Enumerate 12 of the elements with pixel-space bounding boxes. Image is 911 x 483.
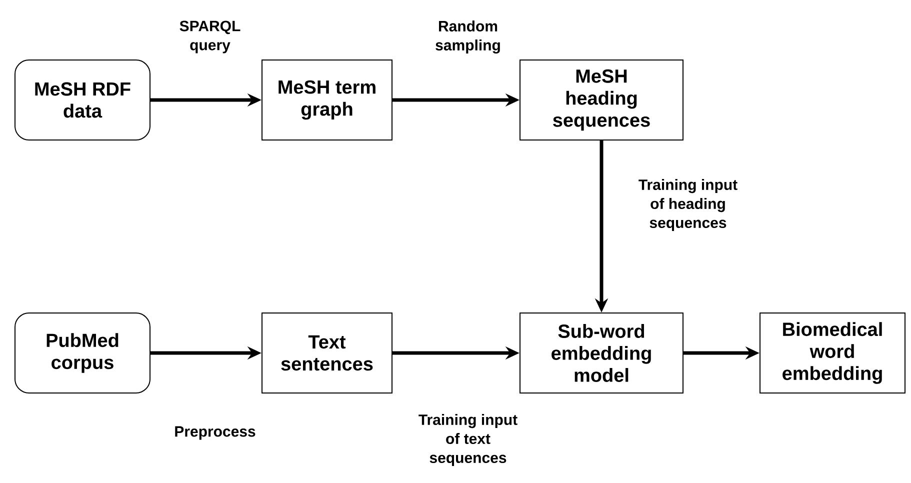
process-box: Biomedical word embedding xyxy=(760,312,906,394)
edge-label: Random sampling xyxy=(436,20,500,54)
edge-label: Preprocess xyxy=(175,426,256,440)
rounded-box: MeSH RDF data xyxy=(14,60,150,140)
edge-label: Training input of heading sequences xyxy=(638,179,738,231)
edge-label: SPARQL query xyxy=(180,20,240,54)
process-box: Text sentences xyxy=(262,312,392,394)
rounded-box: PubMed corpus xyxy=(14,312,150,394)
process-box: Sub-word embedding model xyxy=(520,312,684,394)
process-box: MeSH heading sequences xyxy=(520,60,684,140)
process-box: MeSH term graph xyxy=(262,60,392,140)
edge-label: Training input of text sequences xyxy=(418,414,518,466)
